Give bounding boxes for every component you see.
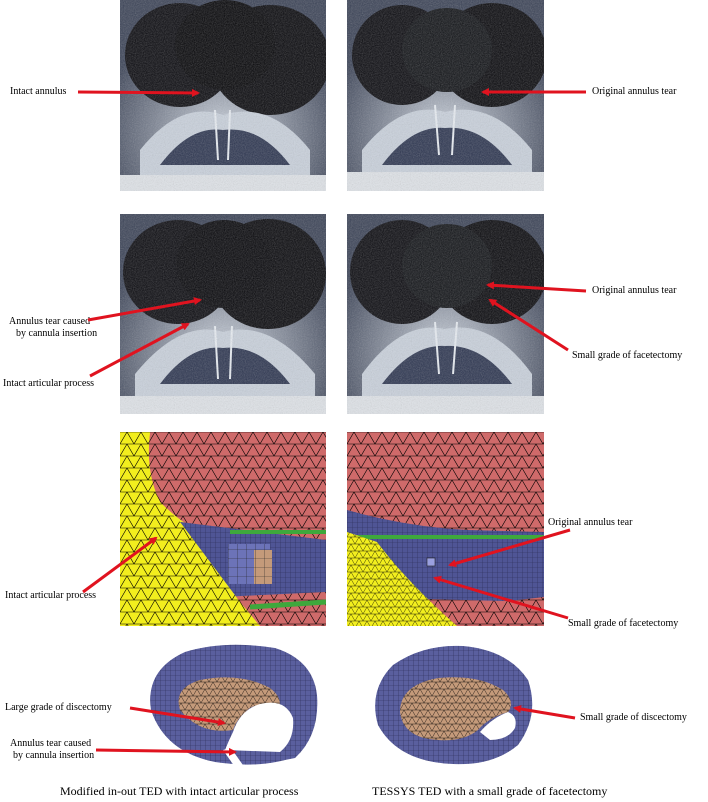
label-tear-cannula-2b: by cannula insertion	[13, 750, 95, 761]
label-small-discectomy: Small grade of discectomy	[580, 712, 687, 723]
mesh-right	[347, 432, 544, 626]
disc-left	[145, 640, 320, 770]
label-small-facetectomy-2: Small grade of facetectomy	[568, 618, 679, 629]
label-intact-annulus: Intact annulus	[10, 86, 67, 97]
label-tear-cannula-1a: Annulus tear caused	[9, 316, 91, 327]
label-original-tear-1: Original annulus tear	[592, 86, 677, 97]
mri-left-middle	[120, 214, 326, 414]
label-intact-articular-1: Intact articular process	[3, 378, 95, 389]
label-tear-cannula-2a: Annulus tear caused	[10, 738, 92, 749]
label-intact-articular-2: Intact articular process	[5, 590, 97, 601]
label-tear-cannula-1b: by cannula insertion	[16, 328, 98, 339]
mri-right-middle	[347, 214, 544, 414]
label-large-discectomy: Large grade of discectomy	[5, 702, 112, 713]
label-original-tear-3: Original annulus tear	[548, 517, 633, 528]
caption-right: TESSYS TED with a small grade of facetec…	[372, 784, 608, 798]
mri-right-top	[347, 0, 544, 191]
caption-left: Modified in-out TED with intact articula…	[60, 784, 299, 798]
disc-right	[368, 640, 538, 770]
mri-left-top	[120, 0, 326, 191]
mesh-left	[120, 432, 326, 626]
label-original-tear-2: Original annulus tear	[592, 285, 677, 296]
label-small-facetectomy-1: Small grade of facetectomy	[572, 350, 683, 361]
